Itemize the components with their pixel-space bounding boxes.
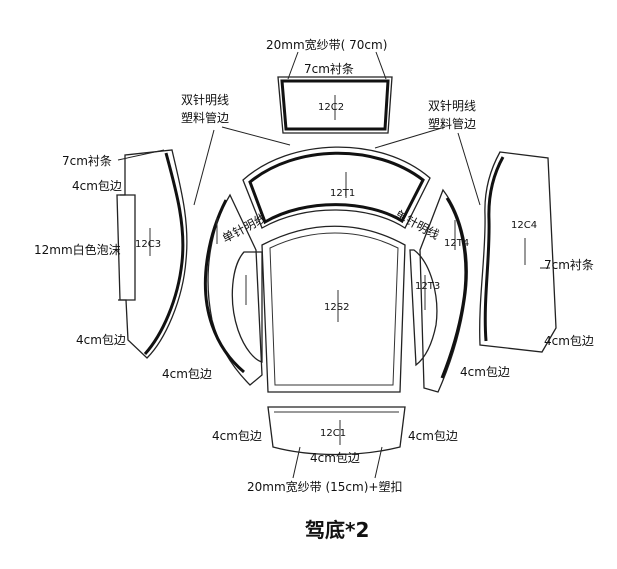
diagram-title: 驾底*2 <box>305 518 369 542</box>
piece-label-12C2: 12C2 <box>318 102 344 113</box>
left-lining-leader <box>117 149 165 161</box>
piece-left-inner-side <box>203 193 263 386</box>
left-stitch-leader-b <box>193 129 215 206</box>
left-binding-bottom-label: 4cm包边 <box>76 333 126 347</box>
piece-12C2: 12C2 <box>277 76 393 134</box>
left-stitch-leader-a <box>221 126 291 146</box>
piece-12T1: 12T1 <box>242 146 431 229</box>
right-binding-inner-label: 4cm包边 <box>460 365 510 379</box>
piece-12C1: 12C1 <box>267 406 406 456</box>
left-lining-label: 7cm衬条 <box>62 154 112 168</box>
left-plastic-piping-label: 塑料管边 <box>181 110 229 125</box>
piece-label-12C4: 12C4 <box>511 220 537 231</box>
piece-label-12T4: 12T4 <box>444 238 469 249</box>
top-tape-leader-right <box>375 51 387 80</box>
right-binding-label: 4cm包边 <box>544 334 594 348</box>
bottom-binding-right-label: 4cm包边 <box>408 429 458 443</box>
right-plastic-piping-label: 塑料管边 <box>428 116 476 131</box>
bottom-binding-left-label: 4cm包边 <box>212 429 262 443</box>
piece-12C3: 12C3 <box>116 149 188 359</box>
piece-12C4: 12C4 <box>479 151 557 353</box>
left-binding-inner-label: 4cm包边 <box>162 367 212 381</box>
left-double-stitch-label: 双针明线 <box>181 92 229 107</box>
piece-12T4: 12T4 <box>419 188 469 393</box>
bottom-binding-center-label: 4cm包边 <box>310 451 360 465</box>
bottom-tape-leader-right <box>374 446 383 479</box>
right-lining-label: 7cm衬条 <box>544 258 594 272</box>
left-foam-label: 12mm白色泡沫 <box>34 242 121 257</box>
piece-12S2: 12S2 <box>261 225 406 393</box>
piece-label-12T3: 12T3 <box>415 281 440 292</box>
piece-label-12C3: 12C3 <box>135 239 161 250</box>
piece-label-12S2: 12S2 <box>324 302 349 313</box>
piece-label-12C1: 12C1 <box>320 428 346 439</box>
bottom-tape-leader-left <box>292 446 301 479</box>
bottom-tape-label: 20mm宽纱带 (15cm)+塑扣 <box>247 479 402 494</box>
left-binding-top-label: 4cm包边 <box>72 179 122 193</box>
piece-label-12T1: 12T1 <box>330 188 355 199</box>
top-tape-label: 20mm宽纱带( 70cm) <box>266 37 387 52</box>
top-tape-leader-left <box>287 51 299 80</box>
right-stitch-leader-a <box>374 126 446 149</box>
right-double-stitch-label: 双针明线 <box>428 98 476 113</box>
right-stitch-leader-b <box>457 132 481 206</box>
piece-12T3: 12T3 <box>409 249 440 367</box>
top-lining-label: 7cm衬条 <box>304 62 354 76</box>
